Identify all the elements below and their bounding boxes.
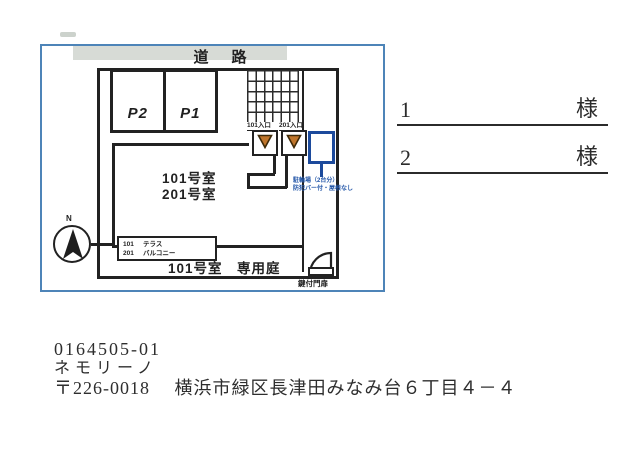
- scan-artifact: [60, 32, 76, 37]
- room-101-label: 101号室: [162, 171, 217, 186]
- address-block: 0164505-01 ネモリーノ 〒226-0018 横浜市緑区長津田みなみ台６…: [54, 339, 517, 399]
- boundary-right-line: [336, 68, 339, 278]
- property-code: 0164505-01: [54, 339, 161, 359]
- recipient-honorific: 様: [575, 144, 598, 169]
- property-name: ネモリーノ: [54, 360, 159, 377]
- parking-stall-p2: P2: [113, 72, 166, 130]
- site-plan-frame: 道 路 P2 P1 101入口 201入口 駐: [40, 44, 385, 292]
- entrance-marker-icon: [257, 134, 273, 154]
- entrance-marker-icon: [286, 134, 302, 154]
- room-labels: 101号室 201号室: [162, 171, 252, 203]
- recipient-number: 2: [400, 145, 411, 170]
- building-top-line: [112, 143, 249, 146]
- entry-crank-line-1: [273, 156, 276, 174]
- entry-crank-line-3: [247, 173, 250, 187]
- bike-rack-caption-line2: 防犯バー付・屋根なし: [293, 185, 354, 192]
- entry-crank-line-2: [247, 173, 275, 176]
- balcony-room-number: 201: [123, 249, 134, 257]
- bike-rack-caption: 駐輪場（2台分） 防犯バー付・屋根なし: [293, 178, 379, 193]
- gate-label: 鍵付門扉: [298, 279, 328, 288]
- walkway-line: [302, 70, 304, 272]
- recipient-row-1: 1 様: [397, 96, 608, 126]
- room-201-label: 201号室: [162, 187, 217, 202]
- scan-gray-band: [73, 46, 287, 60]
- gate-threshold: [308, 267, 334, 276]
- bike-rack-caption-line1: 駐輪場（2台分）: [293, 178, 339, 184]
- balcony-label: バルコニー: [143, 249, 176, 257]
- boundary-bottom-line: [97, 276, 339, 279]
- boundary-left-line: [97, 68, 100, 279]
- road-label: 道 路: [193, 49, 251, 66]
- entrance-101-box: [252, 130, 278, 156]
- garden-label: 101号室 専用庭: [168, 261, 281, 276]
- hatched-grid-area: [247, 70, 299, 122]
- compass-connector-line: [91, 243, 114, 246]
- parking-stall-p1: P1: [180, 105, 201, 122]
- entry-crank-line-5: [285, 156, 288, 188]
- bike-rack-icon: [308, 131, 335, 164]
- entrance-201-box: [281, 130, 307, 156]
- terrace-label: テラス: [143, 240, 163, 248]
- bike-rack-stem: [320, 164, 323, 177]
- compass-needle-icon: [62, 229, 83, 259]
- gate-door-icon: [308, 251, 335, 281]
- recipient-number: 1: [400, 97, 411, 122]
- building-left-line: [112, 143, 115, 247]
- recipient-honorific: 様: [575, 96, 598, 121]
- recipient-row-2: 2 様: [397, 144, 608, 174]
- north-label: N: [66, 214, 72, 223]
- property-address: 〒226-0018 横浜市緑区長津田みなみ台６丁目４－４: [54, 378, 517, 398]
- north-compass-icon: [53, 225, 91, 263]
- terrace-room-number: 101: [123, 240, 134, 248]
- parking-area: P2 P1: [110, 69, 218, 133]
- entry-crank-line-4: [247, 186, 287, 189]
- boundary-top-line: [97, 68, 339, 71]
- terrace-balcony-box: 101 テラス 201 バルコニー: [117, 236, 217, 261]
- recipient-lines: 1 様 2 様: [397, 96, 608, 174]
